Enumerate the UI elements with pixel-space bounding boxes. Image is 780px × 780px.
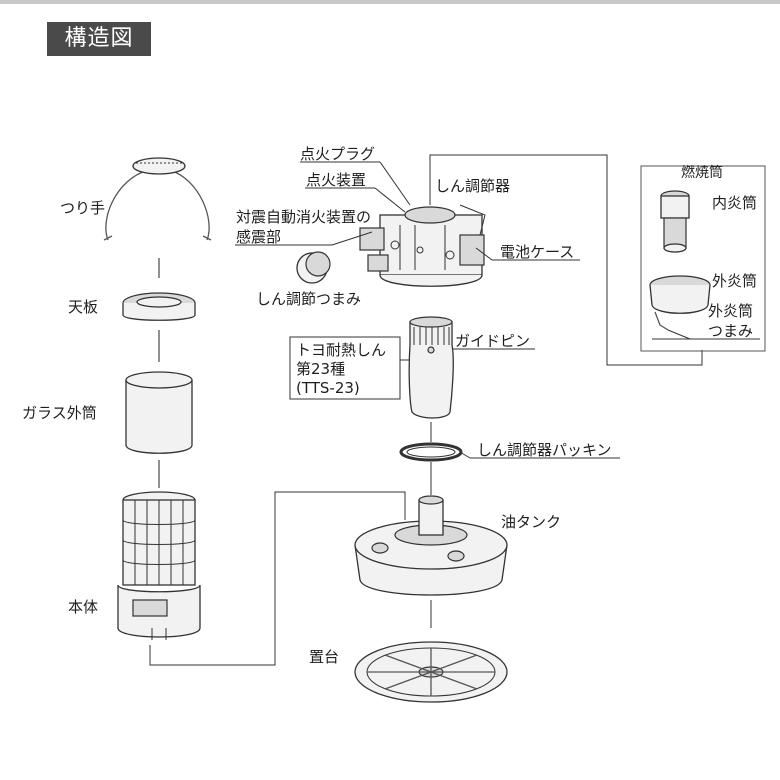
part-labels: つり手 天板 ガラス外筒 本体 点火プラグ 点火装置 対震自動消火装置の 感震部… [22,145,757,666]
label-tank: 油タンク [501,513,561,531]
label-outer-flame: 外炎筒 [712,272,757,290]
outer-flame-part [649,275,711,331]
label-seismic-2: 感震部 [236,228,281,246]
leader-lines [235,161,760,459]
label-wick-2: 第23種 [296,360,345,378]
label-battery-case: 電池ケース [500,243,574,261]
top-border [0,0,780,4]
label-body: 本体 [68,598,98,616]
wick-adjuster-part [359,204,486,287]
label-wick-adjuster: しん調節器 [435,177,510,195]
label-handle: つり手 [60,199,105,217]
packing-part [399,442,463,495]
label-ignition-plug: 点火プラグ [300,145,375,163]
label-outer-knob-1: 外炎筒 [708,302,753,320]
label-guide-pin: ガイドピン [455,332,530,350]
wick-knob-part [296,251,331,284]
label-burner: 燃焼筒 [681,164,723,181]
label-packing: しん調節器パッキン [477,441,612,459]
label-outer-knob-2: つまみ [708,322,753,340]
connector-lines [149,154,766,666]
label-wick-1: トヨ耐熱しん [296,341,386,359]
label-inner-flame: 内炎筒 [712,194,757,212]
inner-flame-part [660,190,690,253]
wick-part [408,316,454,442]
page-title: 構造図 [47,22,151,56]
label-stand: 置台 [309,648,339,666]
stand-part [354,641,508,703]
label-wick-3: (TTS-23) [296,379,360,397]
body-part [117,491,201,640]
label-glass: ガラス外筒 [22,404,97,422]
wick-label-box [289,336,401,400]
label-wick-knob: しん調節つまみ [256,290,361,308]
label-igniter: 点火装置 [306,171,366,189]
glass-part [125,371,193,454]
label-top-plate: 天板 [68,298,98,316]
label-seismic-1: 対震自動消火装置の [236,208,371,226]
top-plate-part [122,292,196,321]
oil-tank-part [354,495,508,628]
handle-part [103,157,212,241]
